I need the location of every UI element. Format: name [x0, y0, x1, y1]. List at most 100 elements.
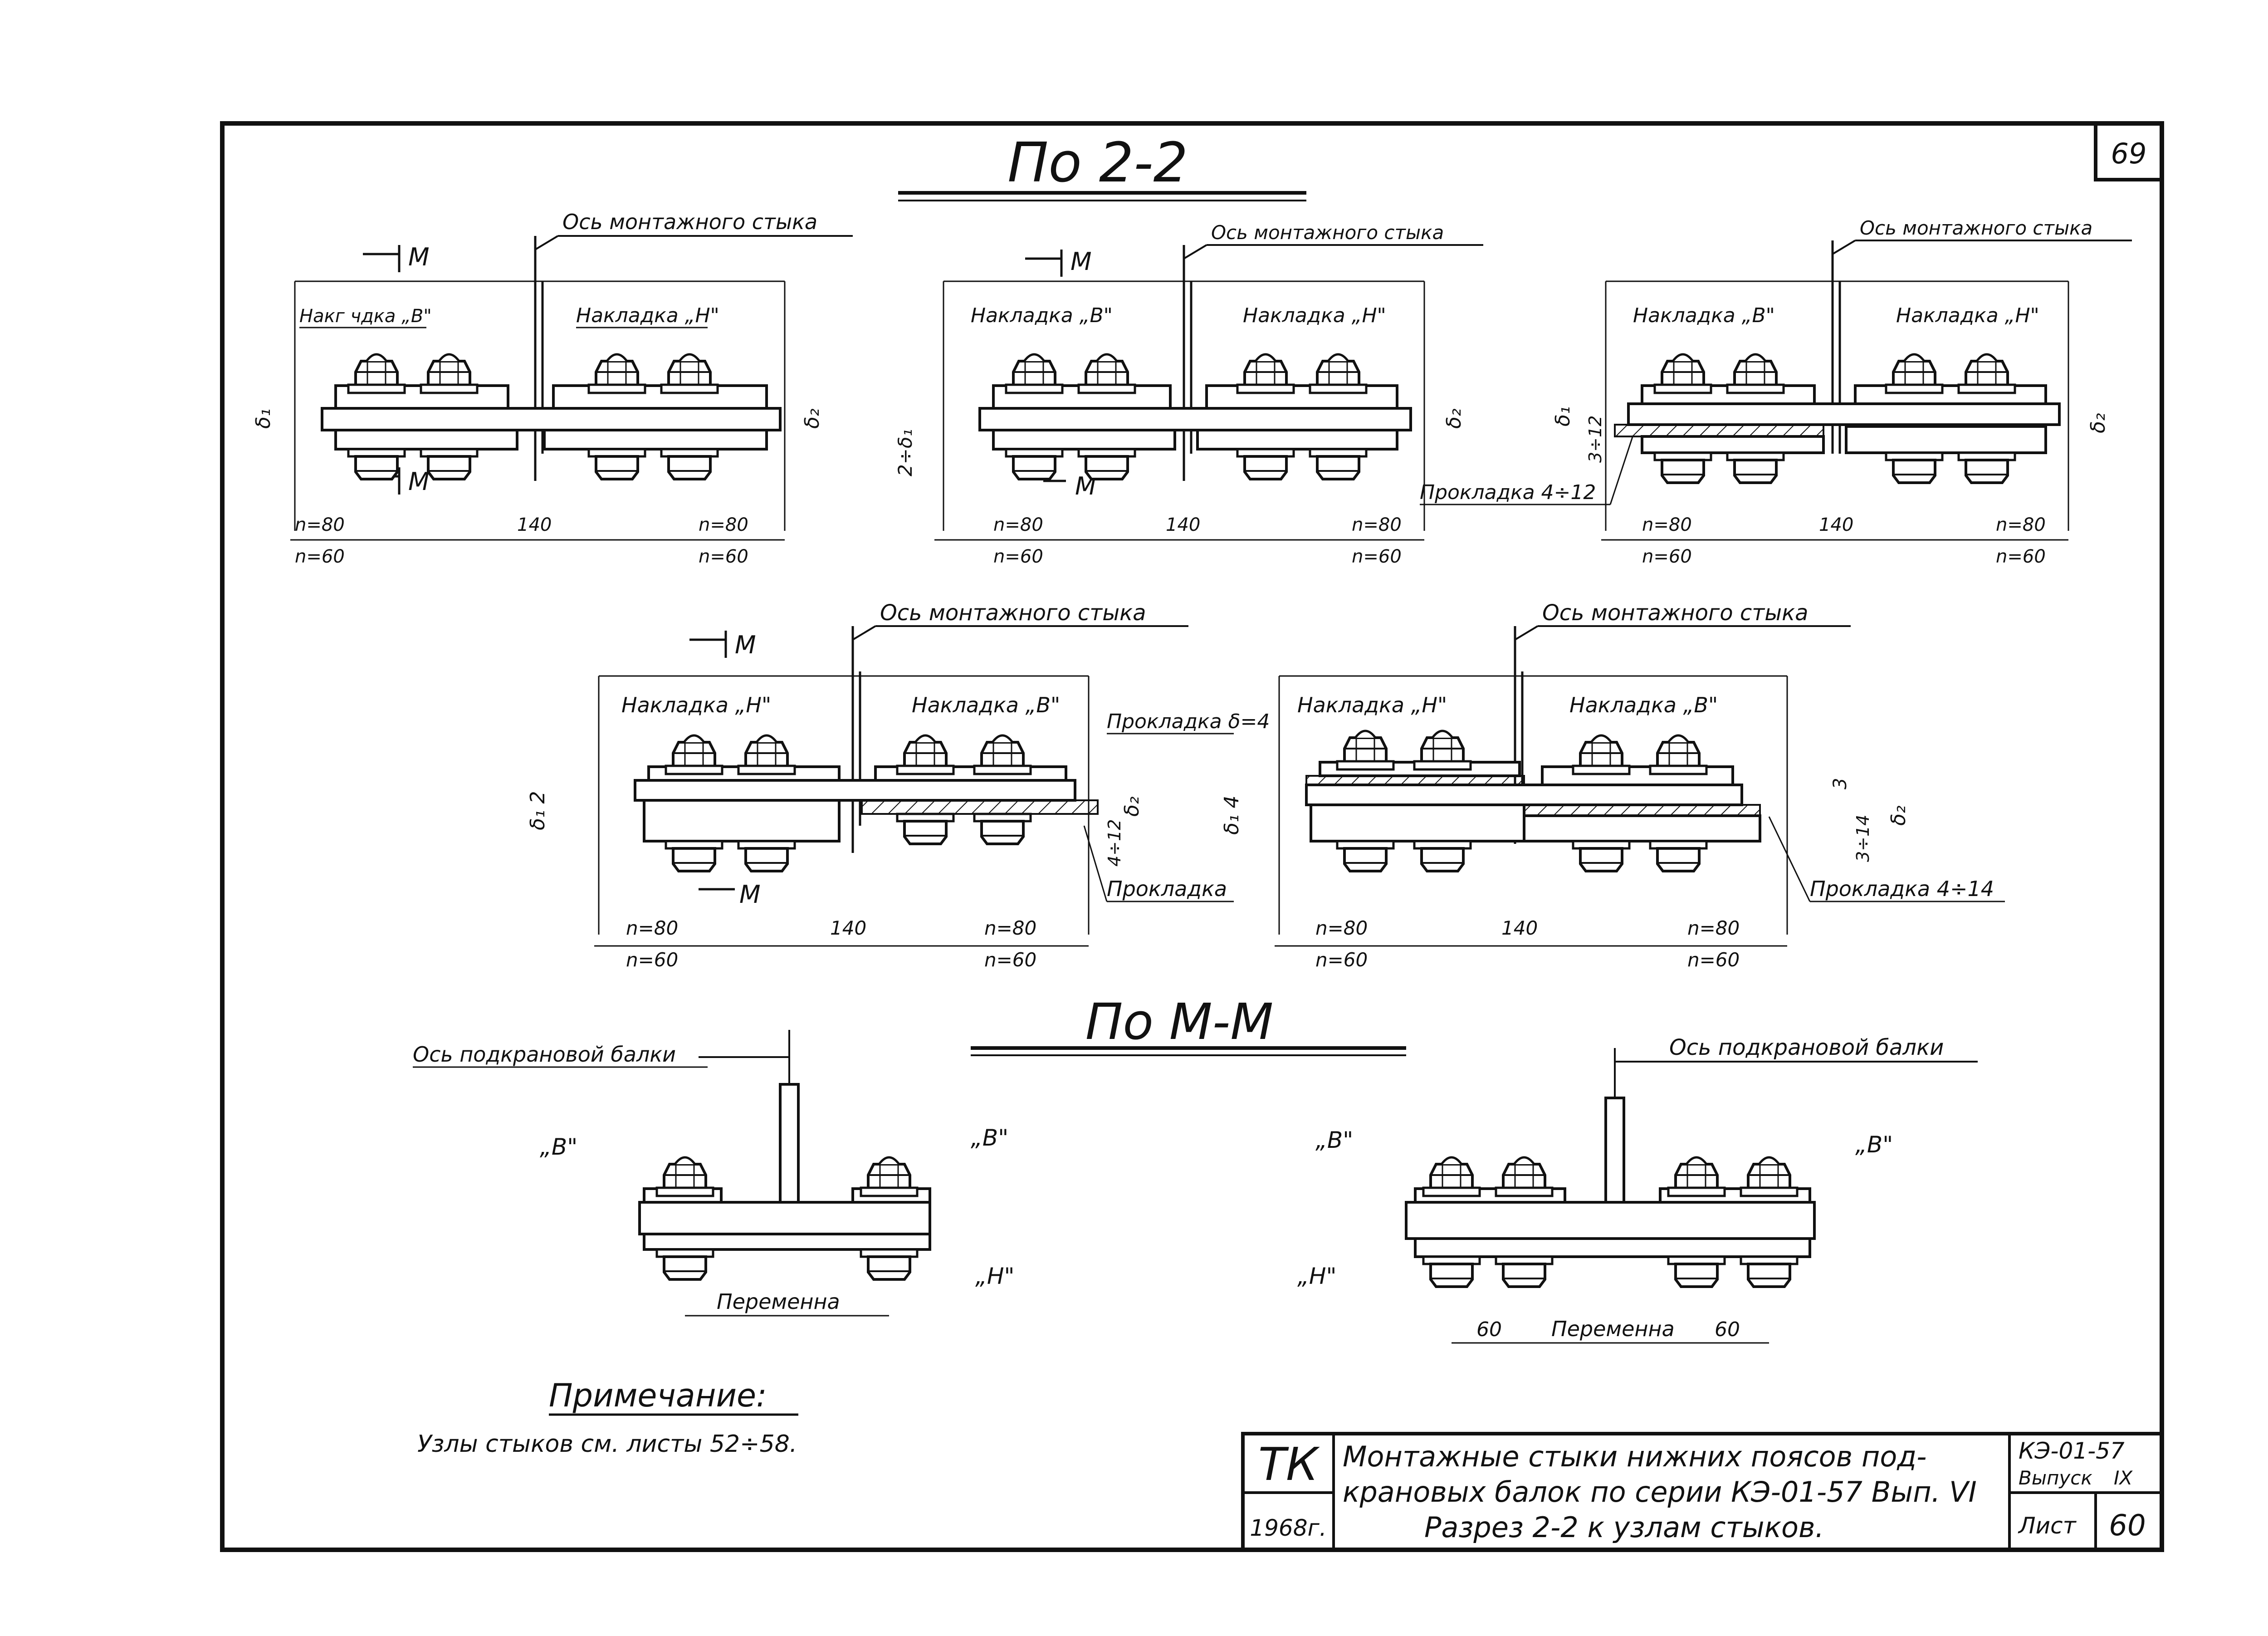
spacer-hatched-bottom	[1523, 804, 1761, 817]
title-line-3: Разрез 2-2 к узлам стыков.	[1424, 1511, 1824, 1544]
spacer-label: Прокладка 4÷14	[1810, 877, 1994, 901]
plate-h-label: „Н"	[975, 1263, 1015, 1289]
series: КЭ-01-57	[2019, 1438, 2125, 1464]
dim-n80: n=80	[1315, 917, 1368, 939]
issue: IX	[2114, 1467, 2133, 1489]
dim-n80: n=80	[1642, 514, 1692, 535]
plate-bottom-label: Накладка „Н"	[1297, 693, 1447, 717]
dim-n60: n=60	[295, 546, 345, 567]
thickness-left: δ₁	[252, 408, 275, 429]
cut-marker-bottom: М	[408, 467, 430, 496]
spacer-label: Прокладка	[1107, 877, 1227, 901]
dim-n60-right: n=60	[1687, 949, 1740, 971]
section-m-m-right: Ось подкрановой балки „В" „В" „Н" 60 Пер…	[1297, 1035, 1978, 1344]
beam-axis-label: Ось подкрановой балки	[413, 1042, 676, 1067]
dim-140: 140	[830, 917, 866, 939]
dim-n80-right: n=80	[1996, 514, 2046, 535]
plate-top-label: Накладка „В"	[1569, 693, 1718, 717]
joint-axis-label: Ось монтажного стыка	[880, 600, 1146, 626]
dim-n80: n=80	[295, 514, 345, 535]
dim-140: 140	[1819, 514, 1853, 535]
dim-n80: n=80	[993, 514, 1043, 535]
dim-n80-right: n=80	[984, 917, 1036, 939]
section-2-2-title: По 2-2	[1007, 132, 1188, 195]
joint-detail-1: Ось монтажного стыка М М Накг чдка „В" Н…	[252, 210, 853, 567]
dim-n80-right: n=80	[1352, 514, 1402, 535]
thickness-right: δ₂	[1887, 805, 1910, 826]
dim-n60: n=60	[993, 546, 1043, 567]
dim-140: 140	[517, 514, 552, 535]
issue-label: Выпуск	[2019, 1467, 2092, 1489]
thickness-right: δ₂	[801, 408, 824, 429]
plate-top-label: Накг чдка „В"	[299, 306, 432, 327]
cut-marker-top: М	[408, 243, 430, 271]
dim-n80-right: n=80	[699, 514, 748, 535]
delta-label: δ₁ 2	[526, 791, 549, 830]
joint-axis-label: Ось монтажного стыка	[562, 210, 817, 234]
joint-axis-label: Ось монтажного стыка	[1211, 221, 1444, 244]
plate-bottom-label: Накладка „Н"	[1243, 304, 1386, 327]
dim-60-right: 60	[1715, 1318, 1740, 1341]
cut-marker-top: М	[735, 631, 756, 659]
thickness-left: δ₁	[1551, 406, 1574, 426]
plate-bottom-label: Накладка „Н"	[576, 304, 719, 327]
title-line-1: Монтажные стыки нижних поясов под-	[1343, 1440, 1927, 1473]
spacer-label: Прокладка 4÷12	[1420, 481, 1596, 504]
cut-marker-top: М	[1070, 247, 1092, 276]
dim-n60: n=60	[626, 949, 678, 971]
spacer-hatched	[861, 799, 1099, 815]
variable-dim: Переменна	[1551, 1317, 1675, 1341]
dim-n60-right: n=60	[699, 546, 748, 567]
variable-dim: Переменна	[717, 1289, 840, 1314]
dim-n60-right: n=60	[984, 949, 1036, 971]
plate-bottom-label: Накладка „Н"	[1896, 304, 2039, 327]
joint-axis-label: Ось монтажного стыка	[1542, 600, 1809, 626]
cut-marker-bottom: М	[739, 880, 761, 909]
plate-h-label: „Н"	[1297, 1263, 1337, 1289]
sheet-number: 69	[2111, 137, 2147, 170]
org-code: ТК	[1258, 1438, 1320, 1491]
dim-n80-right: n=80	[1687, 917, 1740, 939]
joint-detail-5: Ось монтажного стыка Накладка „Н" Наклад…	[1220, 600, 2005, 971]
title-block: ТК 1968г. Монтажные стыки нижних поясов …	[1241, 1432, 2164, 1552]
sheet-frame	[220, 121, 2164, 1552]
thickness-right: δ₂	[1120, 796, 1144, 817]
joint-detail-2: Ось монтажного стыка М М Накладка „В" На…	[894, 221, 1483, 567]
dim-140: 140	[1166, 514, 1200, 535]
plate-top-label: Накладка „В"	[912, 693, 1060, 717]
plate-top-label: Накладка „В"	[1633, 304, 1775, 327]
spacer-label-delta: Прокладка δ=4	[1107, 710, 1270, 733]
beam-axis-label: Ось подкрановой балки	[1669, 1035, 1944, 1060]
thickness-right: δ₂	[1442, 408, 1466, 429]
gap-label: 4÷12	[1105, 819, 1124, 867]
note-title: Примечание:	[549, 1377, 767, 1414]
plate-bottom-label: Накладка „Н"	[621, 693, 771, 717]
plate-b-label: „В"	[1315, 1127, 1353, 1153]
plate-b-label-right: „В"	[971, 1125, 1008, 1151]
dim-n60-right: n=60	[1996, 546, 2046, 567]
dim-n60: n=60	[1642, 546, 1692, 567]
sheet-label: Лист	[2018, 1513, 2077, 1539]
year: 1968г.	[1250, 1515, 1326, 1541]
sheet-value: 60	[2109, 1509, 2146, 1543]
note-text: Узлы стыков см. листы 52÷58.	[417, 1430, 797, 1458]
title-line-2: крановых балок по серии КЭ-01-57 Вып. VI	[1343, 1475, 1977, 1509]
dim-60-left: 60	[1476, 1318, 1502, 1341]
gap-label: 3÷12	[1585, 416, 1605, 463]
section-m-m-left: Ось подкрановой балки „В" „В" „Н" Переме…	[413, 1030, 1015, 1317]
gap-label: 2÷δ₁	[894, 429, 916, 476]
spacer-hatched	[1614, 424, 1824, 437]
gap-label: 3÷14	[1853, 815, 1873, 862]
sheet-number-box	[2094, 122, 2164, 181]
plate-top-label: Накладка „В"	[971, 304, 1113, 327]
dim-140: 140	[1501, 917, 1538, 939]
thickness-right: δ₂	[2087, 413, 2110, 433]
section-m-m-title: По М-М	[1085, 993, 1274, 1051]
joint-axis-label: Ось монтажного стыка	[1860, 217, 2092, 239]
dim-n80: n=80	[626, 917, 678, 939]
plate-b-label: „В"	[540, 1134, 577, 1160]
dim-n60-right: n=60	[1352, 546, 1402, 567]
joint-detail-4: Ось монтажного стыка М М Накладка „Н" На…	[526, 600, 1270, 971]
dim-n60: n=60	[1315, 949, 1368, 971]
